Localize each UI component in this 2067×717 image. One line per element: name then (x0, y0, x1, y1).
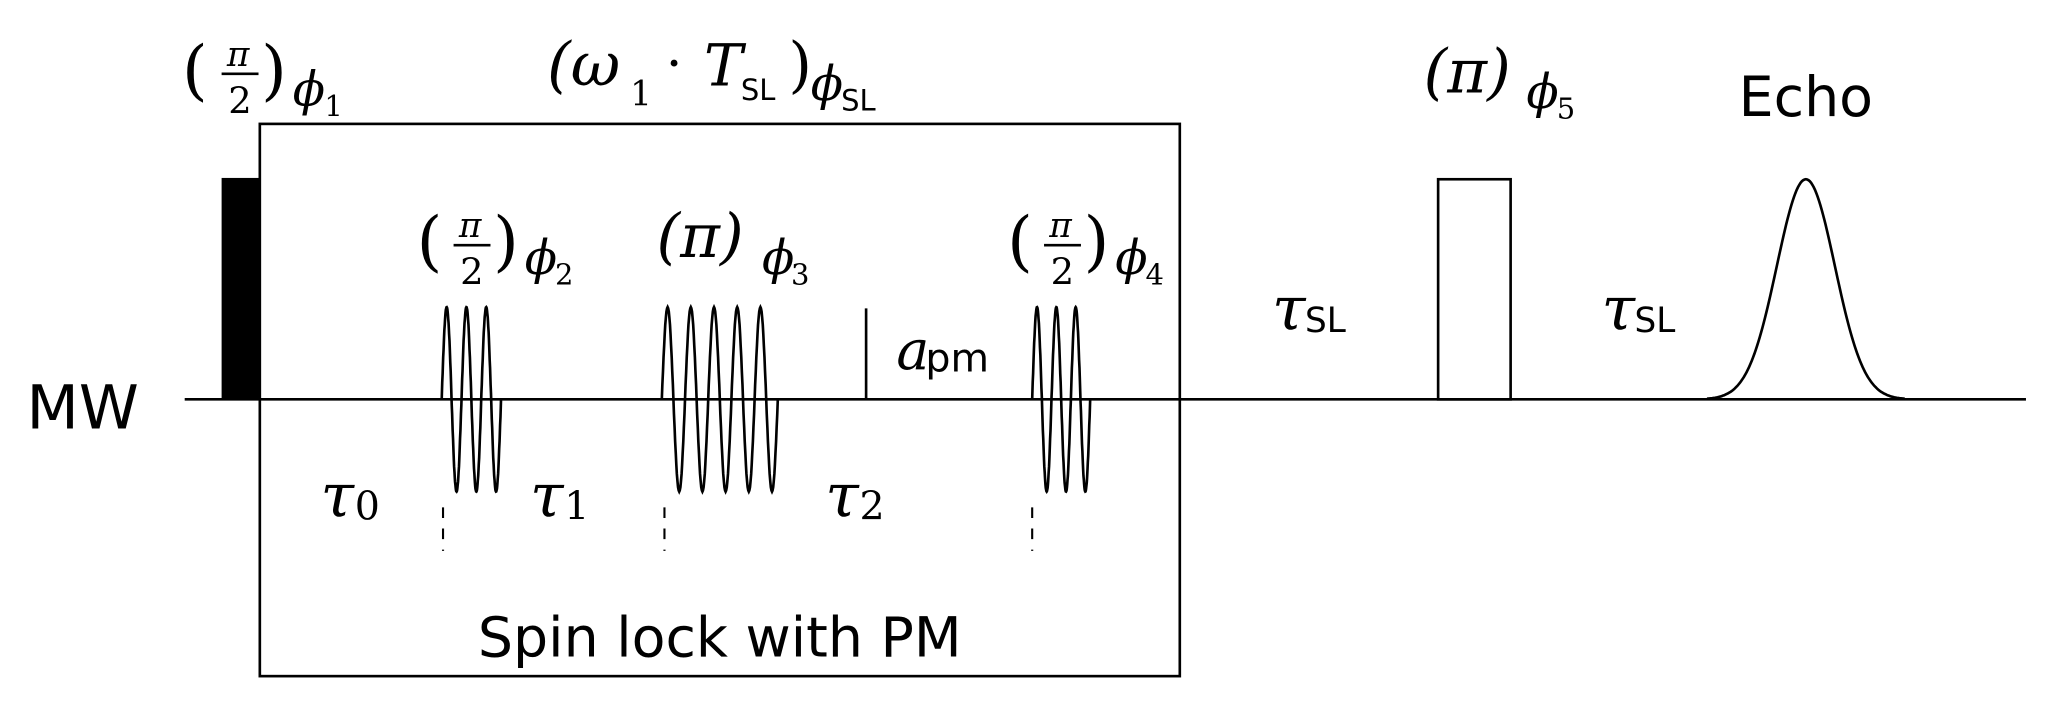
phase-sub: 3 (791, 258, 809, 292)
pulse4-label: ( π 2 ) ϕ 4 (1007, 203, 1164, 294)
tau-sub: 2 (860, 483, 885, 529)
tau-sub: 0 (355, 483, 380, 529)
phase: ϕ (1115, 231, 1147, 286)
phase-sub: 5 (1557, 92, 1575, 126)
paren: ( (417, 203, 443, 280)
spin-lock-pulse-label: (ω 1 · T SL ) ϕ SL (547, 31, 875, 118)
phase: ϕ (525, 231, 557, 286)
delay-tau0: τ 0 (320, 462, 379, 532)
echo-label: Echo (1739, 66, 1873, 130)
phase-sub: SL (841, 84, 876, 118)
pulse5-label: (π) ϕ 5 (1424, 37, 1576, 125)
numerator: π (1048, 206, 1073, 246)
pulse2-label: ( π 2 ) ϕ 2 (417, 203, 574, 294)
tau-sub: SL (1305, 301, 1346, 341)
tau-sub: SL (1635, 301, 1676, 341)
channel-label: MW (27, 373, 139, 443)
denominator: 2 (460, 251, 483, 294)
tau-sub: 1 (564, 483, 589, 529)
delay-tau-sl-1: τ SL (1272, 275, 1346, 345)
tau: τ (320, 462, 355, 532)
paren: ) (261, 31, 287, 108)
T-sub: SL (741, 73, 776, 107)
paren: ( (182, 31, 208, 108)
pm-label-sub: pm (925, 336, 989, 382)
echo-signal (1706, 177, 1905, 401)
phase-sub: 1 (324, 89, 342, 123)
paren: ( (1007, 203, 1033, 280)
delay-tau2: τ 2 (825, 462, 884, 532)
numerator: π (458, 206, 483, 246)
pulse1-label: ( π 2 ) ϕ 1 (182, 31, 343, 123)
delay-tau-sl-2: τ SL (1602, 275, 1676, 345)
numerator: π (226, 35, 251, 75)
paren: ) (788, 31, 812, 101)
phase: ϕ (1526, 65, 1558, 120)
paren: ) (493, 203, 519, 280)
pulse-body: (π) (1424, 37, 1511, 107)
pulse3-oscillation (660, 303, 780, 495)
phase: ϕ (762, 231, 794, 286)
phase-sub: 2 (555, 258, 573, 292)
tau: τ (530, 462, 565, 532)
pulse3-label: (π) ϕ 3 (657, 202, 810, 292)
denominator: 2 (1051, 251, 1074, 294)
pulse-body: (π) (657, 202, 744, 272)
dot: · (666, 34, 683, 95)
pulse5-block (1436, 177, 1512, 401)
omega-sub: 1 (630, 74, 652, 114)
spin-lock-box (258, 122, 1182, 678)
phase: ϕ (293, 62, 325, 117)
pm-label: a (896, 319, 929, 383)
phase-sub: 4 (1146, 258, 1164, 292)
spin-lock-label: Spin lock with PM (478, 606, 962, 670)
pulse2-oscillation (440, 305, 503, 494)
phase: ϕ (811, 57, 843, 112)
tau: τ (1602, 275, 1637, 345)
pulse4-oscillation (1030, 304, 1092, 494)
denominator: 2 (228, 79, 251, 122)
pulse1-block (221, 177, 260, 400)
T: T (704, 32, 747, 100)
omega: (ω (547, 31, 620, 101)
delay-tau1: τ 1 (530, 462, 589, 532)
tau: τ (1272, 275, 1307, 345)
tau: τ (825, 462, 860, 532)
paren: ) (1084, 203, 1110, 280)
